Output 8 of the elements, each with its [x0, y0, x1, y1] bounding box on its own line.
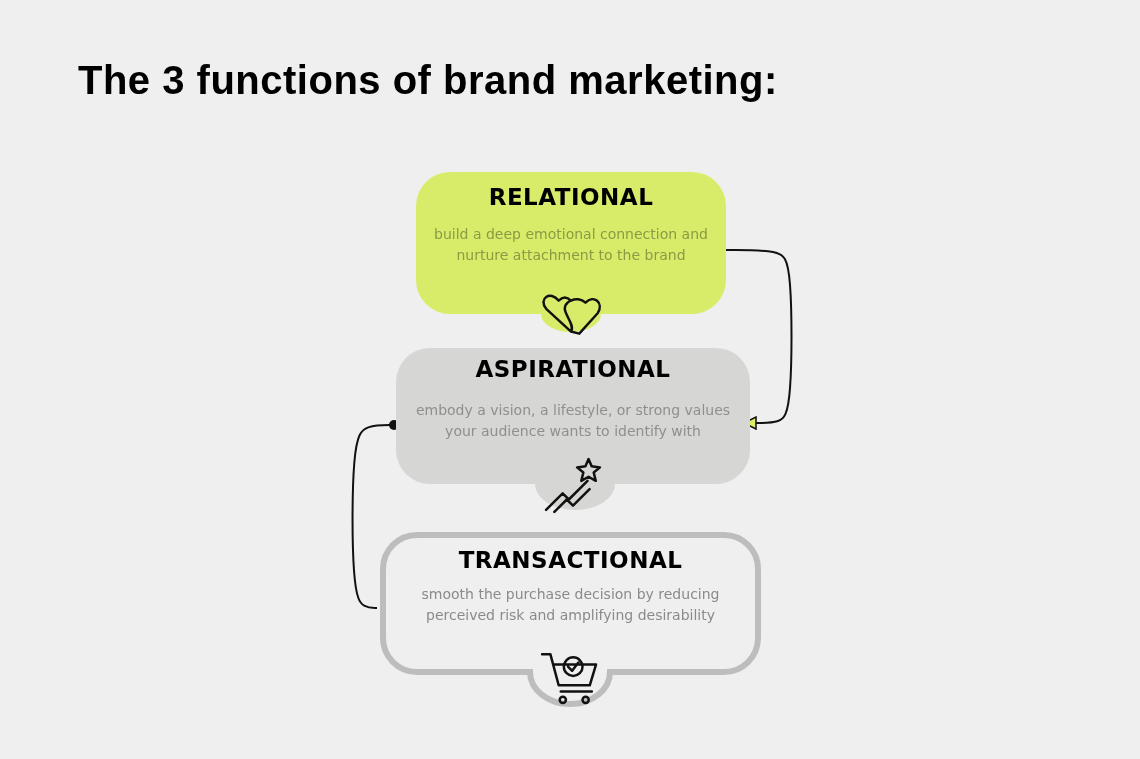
- diagram-title: The 3 functions of brand marketing:: [78, 58, 778, 103]
- box-description: smooth the purchase decision by reducing perceived risk and amplifying desirability: [420, 585, 721, 625]
- box-heading: TRANSACTIONAL: [458, 547, 683, 573]
- box-heading: RELATIONAL: [488, 184, 654, 210]
- connector-arrow: [725, 249, 793, 430]
- box-description: build a deep emotional connection and nurture attachment to the brand: [433, 225, 709, 265]
- box-heading: ASPIRATIONAL: [475, 356, 671, 382]
- box-description: embody a vision, a lifestyle, or strong values your audience wants to identify with: [414, 401, 732, 441]
